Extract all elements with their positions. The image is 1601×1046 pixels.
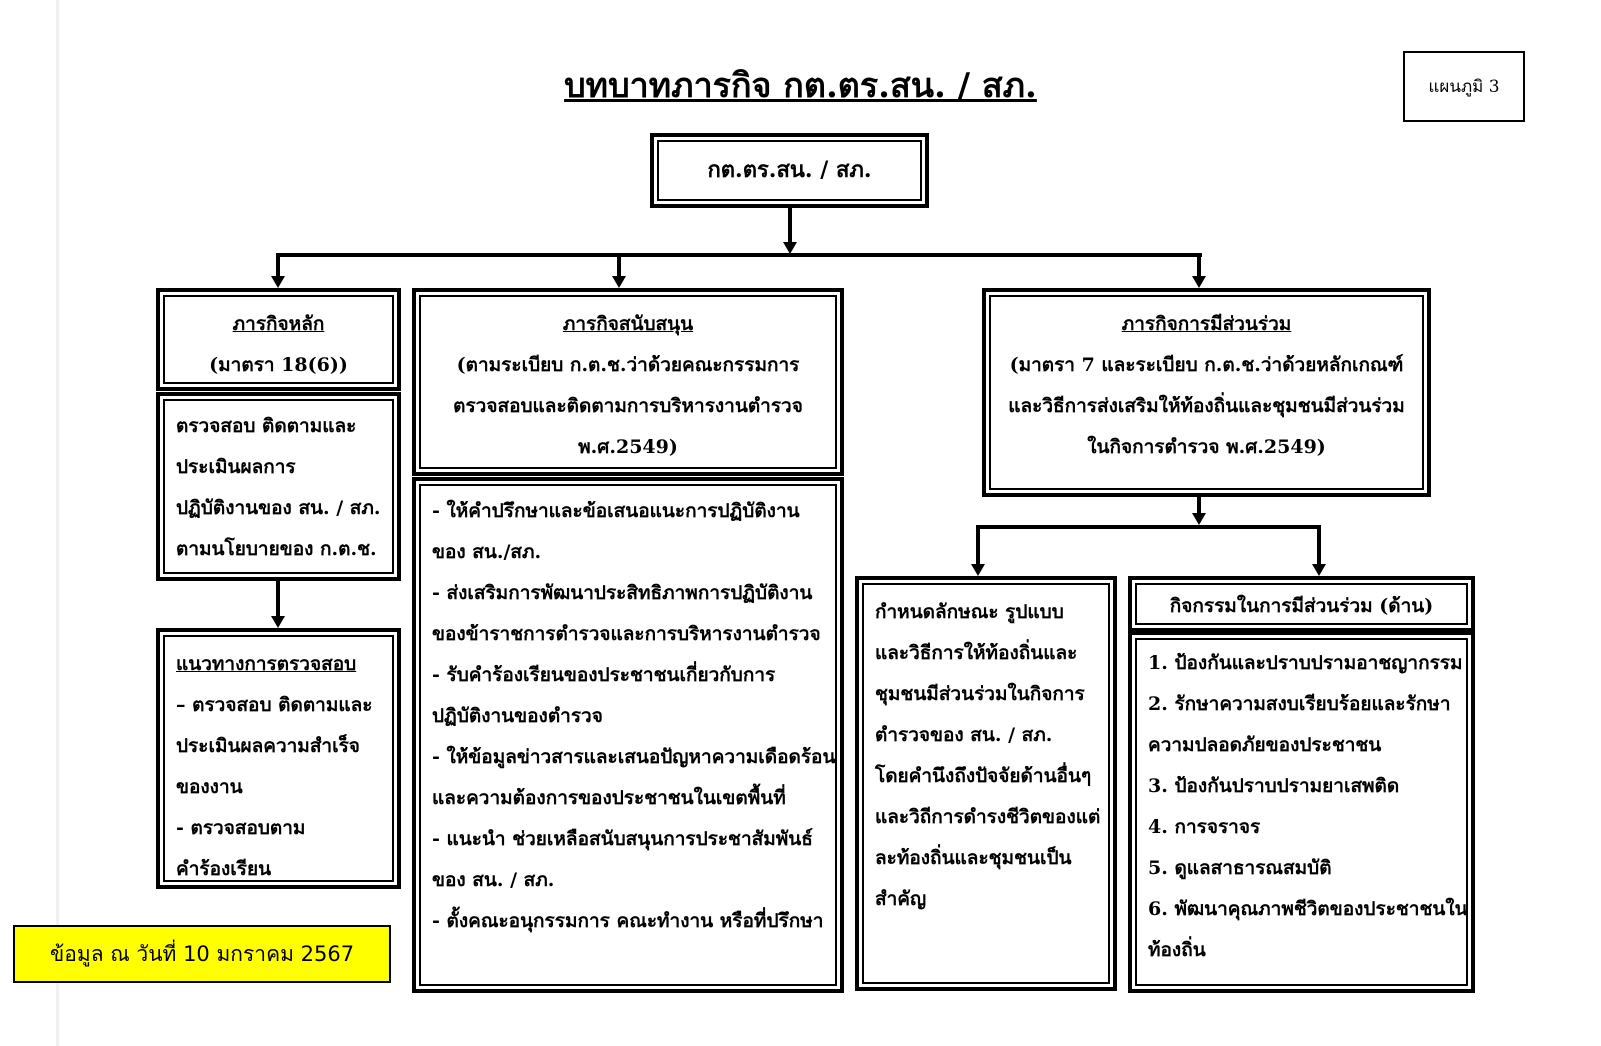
connector <box>276 253 280 277</box>
main-mission-header: ภารกิจหลัก (มาตรา 18(6)) <box>156 288 401 391</box>
support-mission-body: - ให้คำปรึกษาและข้อเสนอแนะการปฏิบัติงาน … <box>412 477 844 993</box>
data-date-note: ข้อมูล ณ วันที่ 10 มกราคม 2567 <box>13 925 391 983</box>
connector <box>1317 525 1321 564</box>
arrow-icon <box>612 276 626 288</box>
connector <box>276 580 280 616</box>
main-mission-body: ตรวจสอบ ติดตามและ ประเมินผลการ ปฏิบัติงา… <box>156 392 401 581</box>
inspection-guidelines-box: แนวทางการตรวจสอบ – ตรวจสอบ ติดตามและ ประ… <box>156 628 401 889</box>
participation-mission-header: ภารกิจการมีส่วนร่วม (มาตรา 7 และระเบียบ … <box>982 288 1431 497</box>
connector <box>788 207 792 243</box>
connector <box>976 525 980 564</box>
connector <box>617 253 621 277</box>
arrow-icon <box>271 276 285 288</box>
connector <box>1197 496 1201 514</box>
participation-format-box: กำหนดลักษณะ รูปแบบ และวิธีการให้ท้องถิ่น… <box>855 576 1117 991</box>
participation-activities-body: 1. ป้องกันและปราบปรามอาชญากรรม 2. รักษาค… <box>1128 631 1475 993</box>
support-mission-header: ภารกิจสนับสนุน (ตามระเบียบ ก.ต.ช.ว่าด้วย… <box>412 288 844 476</box>
arrow-icon <box>971 564 985 576</box>
page-title: บทบาทภารกิจ กต.ตร.สน. / สภ. <box>564 66 1037 106</box>
connector <box>1197 253 1201 277</box>
arrow-icon <box>1192 513 1206 525</box>
root-box: กต.ตร.สน. / สภ. <box>650 133 929 208</box>
page-edge <box>56 0 59 1046</box>
connector <box>976 525 1321 529</box>
chart-number-badge: แผนภูมิ 3 <box>1403 51 1525 122</box>
connector <box>276 253 1202 257</box>
participation-activities-header: กิจกรรมในการมีส่วนร่วม (ด้าน) <box>1128 576 1475 632</box>
arrow-icon <box>1192 276 1206 288</box>
arrow-icon <box>1312 564 1326 576</box>
arrow-icon <box>271 616 285 628</box>
arrow-icon <box>783 242 797 254</box>
